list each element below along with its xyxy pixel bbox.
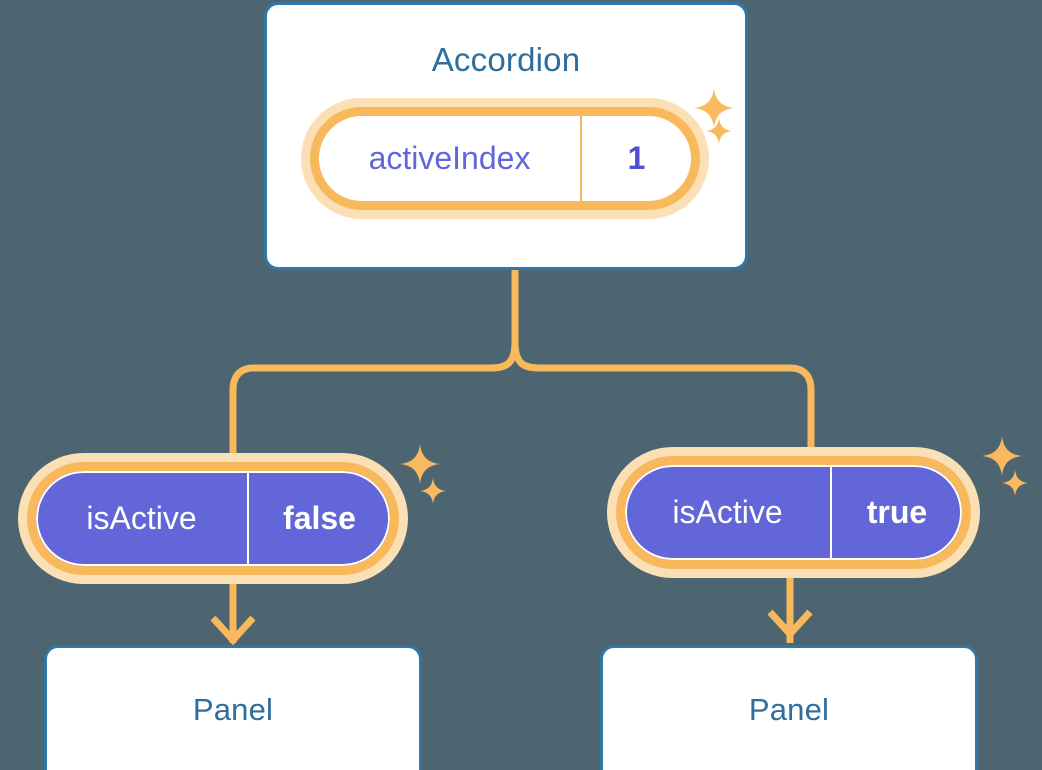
state-pill-value: 1 [627, 140, 646, 176]
connector-branch-right [511, 341, 815, 470]
state-pill-key: isActive [625, 465, 832, 560]
state-pill-key: isActive [36, 471, 249, 566]
panel-label: Panel [748, 692, 830, 727]
arrow-down-icon-right [767, 609, 813, 640]
state-pill-value: false [283, 500, 356, 536]
arrow-down-icon-left [210, 615, 256, 646]
state-pill-key: activeIndex [319, 116, 582, 201]
connector-branch-left [229, 341, 519, 470]
state-pill-active-index[interactable]: activeIndex 1 [310, 107, 700, 210]
page-title: Accordion [431, 41, 581, 78]
sparkle-icon [1002, 470, 1028, 496]
panel-label: Panel [192, 692, 274, 727]
state-pill-is-active-false[interactable]: isActive false [27, 462, 399, 575]
panel-card-right[interactable]: Panel [600, 645, 978, 770]
state-pill-value: true [866, 494, 928, 530]
sparkle-icon [400, 444, 440, 484]
sparkle-icon [982, 436, 1022, 476]
panel-card-left[interactable]: Panel [44, 645, 422, 770]
state-pill-is-active-true[interactable]: isActive true [616, 456, 971, 569]
sparkle-icon [420, 478, 446, 504]
